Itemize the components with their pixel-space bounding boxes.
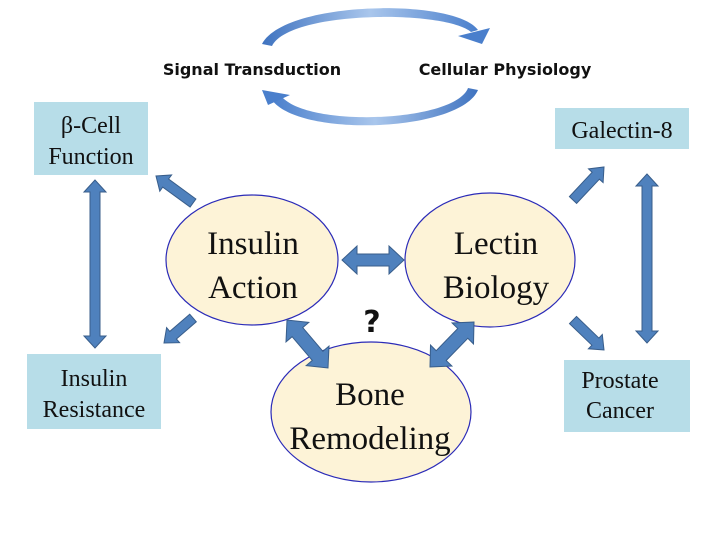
arrow-insulin-action-bone-remodeling bbox=[285, 319, 330, 369]
box-galectin-line1: Galectin-8 bbox=[571, 118, 672, 144]
box-insulin-resistance-bg bbox=[27, 354, 161, 429]
oval-lectin-biology-line1: Lectin bbox=[454, 226, 538, 262]
box-insulin-resistance: Insulin Resistance bbox=[27, 354, 161, 429]
cycle-arrow-top-body bbox=[262, 8, 478, 46]
oval-insulin-action-shape bbox=[165, 194, 339, 326]
box-prostate-line2: Cancer bbox=[586, 398, 654, 424]
cycle-arrow-bottom-head bbox=[262, 90, 290, 105]
oval-insulin-action: Insulin Action bbox=[165, 194, 339, 326]
cellular-physiology-label: Cellular Physiology bbox=[419, 60, 592, 79]
box-insulin-resistance-line1: Insulin bbox=[61, 366, 128, 392]
oval-bone-remodeling-line1: Bone bbox=[335, 377, 405, 413]
arrow-galectin-prostate bbox=[634, 173, 660, 344]
signal-transduction-label: Signal Transduction bbox=[163, 60, 341, 79]
box-beta-cell-function: β-Cell Function bbox=[34, 102, 148, 175]
cycle-arrow-bottom-body bbox=[272, 88, 478, 126]
box-prostate-bg bbox=[564, 360, 690, 432]
arrow-lectin-biology-bone-remodeling bbox=[429, 321, 475, 368]
cycle-arrow-top-head bbox=[458, 28, 490, 44]
box-beta-cell-bg bbox=[34, 102, 148, 175]
cycle-arrow-bottom bbox=[262, 88, 478, 126]
box-prostate-line1: Prostate bbox=[581, 368, 658, 394]
oval-bone-remodeling: Bone Remodeling bbox=[270, 341, 472, 483]
box-beta-cell-line1: β-Cell bbox=[61, 113, 122, 139]
oval-lectin-biology-line2: Biology bbox=[443, 270, 550, 306]
box-insulin-resistance-line2: Resistance bbox=[43, 397, 146, 423]
block-arrows bbox=[82, 166, 660, 369]
arrow-insulin-action-to-insulin-resistance bbox=[163, 313, 198, 344]
cycle-arrow-top bbox=[262, 8, 490, 46]
box-beta-cell-line2: Function bbox=[48, 144, 133, 170]
arrow-insulin-action-lectin-biology bbox=[341, 244, 405, 276]
oval-insulin-action-line1: Insulin bbox=[207, 226, 299, 262]
arrow-lectin-to-galectin bbox=[568, 166, 605, 205]
oval-lectin-biology-shape bbox=[404, 192, 576, 328]
box-galectin-bg bbox=[555, 108, 689, 149]
arrow-lectin-to-prostate bbox=[568, 315, 605, 351]
oval-lectin-biology: Lectin Biology bbox=[404, 192, 576, 328]
arrow-beta-cell-insulin-resistance bbox=[82, 179, 108, 349]
oval-bone-remodeling-shape bbox=[270, 341, 472, 483]
box-galectin-8: Galectin-8 bbox=[555, 108, 689, 149]
oval-insulin-action-line2: Action bbox=[208, 270, 298, 306]
box-prostate-cancer: Prostate Cancer bbox=[564, 360, 690, 432]
oval-bone-remodeling-line2: Remodeling bbox=[289, 421, 450, 457]
arrow-insulin-action-to-beta-cell bbox=[155, 174, 197, 208]
question-mark: ? bbox=[363, 305, 380, 340]
